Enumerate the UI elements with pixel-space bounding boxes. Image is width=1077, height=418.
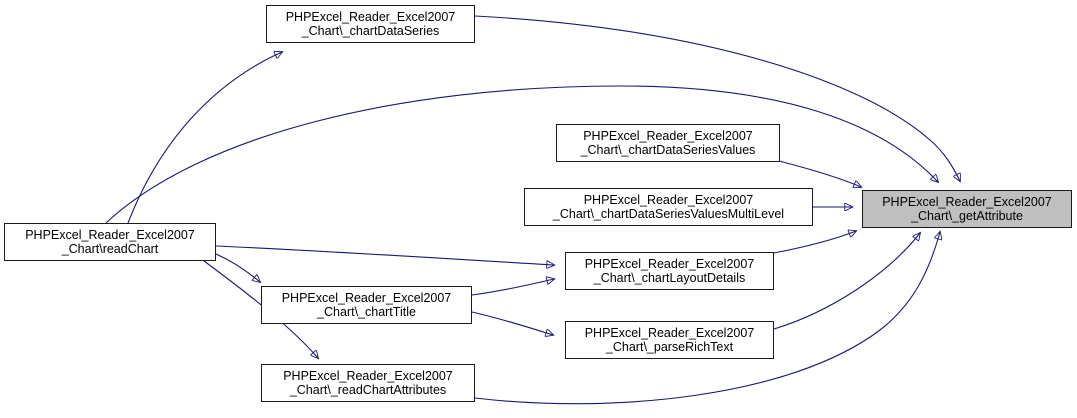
node-label-line2: _Chart\_chartDataSeriesValuesMultiLevel xyxy=(552,207,785,221)
edge-readChart-to-chartLayoutDetails xyxy=(215,245,554,265)
edge-chartDataSeries-to-getAttribute xyxy=(474,15,960,181)
edge-readChart-to-getAttribute xyxy=(105,85,938,224)
node-label-line1: PHPExcel_Reader_Excel2007 xyxy=(882,194,1052,209)
node-getAttribute[interactable]: PHPExcel_Reader_Excel2007 _Chart\_getAtt… xyxy=(862,190,1072,228)
node-label-line2: _Chart\_chartDataSeries xyxy=(301,24,440,38)
edge-readChart-to-chartTitle xyxy=(215,253,260,282)
node-label-line2: _Chart\readChart xyxy=(61,242,159,256)
node-label-line1: PHPExcel_Reader_Excel2007 xyxy=(584,325,755,340)
node-readChartAttributes[interactable]: PHPExcel_Reader_Excel2007 _Chart\_readCh… xyxy=(261,364,475,402)
edge-readChartAttributes-to-getAttribute xyxy=(474,232,940,405)
edge-parseRichText-to-getAttribute xyxy=(773,233,920,330)
edge-chartDataSeriesValues-to-getAttribute xyxy=(778,160,861,187)
node-chartLayoutDetails[interactable]: PHPExcel_Reader_Excel2007 _Chart\_chartL… xyxy=(565,252,774,290)
node-label-line1: PHPExcel_Reader_Excel2007 xyxy=(283,368,453,383)
edge-chartTitle-to-chartLayoutDetails xyxy=(471,279,554,296)
node-parseRichText[interactable]: PHPExcel_Reader_Excel2007 _Chart\_parseR… xyxy=(565,321,774,359)
node-chartDataSeriesValues[interactable]: PHPExcel_Reader_Excel2007 _Chart\_chartD… xyxy=(556,124,780,162)
node-chartDataSeriesValuesMultiLevel[interactable]: PHPExcel_Reader_Excel2007 _Chart\_chartD… xyxy=(524,188,813,226)
node-label-line2: _Chart\_chartTitle xyxy=(317,305,416,319)
node-label-line1: PHPExcel_Reader_Excel2007 xyxy=(584,256,755,271)
edge-chartTitle-to-parseRichText xyxy=(471,311,553,335)
node-label-line2: _Chart\_chartLayoutDetails xyxy=(593,271,746,285)
node-chartTitle[interactable]: PHPExcel_Reader_Excel2007 _Chart\_chartT… xyxy=(261,286,472,324)
node-chartDataSeries[interactable]: PHPExcel_Reader_Excel2007 _Chart\_chartD… xyxy=(266,5,475,43)
node-readChart[interactable]: PHPExcel_Reader_Excel2007 _Chart\readCha… xyxy=(4,223,216,261)
node-label-line2: _Chart\_readChartAttributes xyxy=(289,383,447,397)
node-label-line2: _Chart\_chartDataSeriesValues xyxy=(580,143,756,157)
edge-chartLayoutDetails-to-getAttribute xyxy=(773,231,856,254)
node-label-line1: PHPExcel_Reader_Excel2007 xyxy=(285,9,456,24)
node-label-line1: PHPExcel_Reader_Excel2007 xyxy=(25,227,195,242)
node-label-line1: PHPExcel_Reader_Excel2007 xyxy=(583,192,754,207)
node-label-line2: _Chart\_getAttribute xyxy=(911,209,1023,223)
node-label-line1: PHPExcel_Reader_Excel2007 xyxy=(281,290,452,305)
edge-readChart-to-chartDataSeries xyxy=(127,52,282,224)
node-label-line2: _Chart\_parseRichText xyxy=(605,340,734,354)
node-label-line1: PHPExcel_Reader_Excel2007 xyxy=(583,128,753,143)
